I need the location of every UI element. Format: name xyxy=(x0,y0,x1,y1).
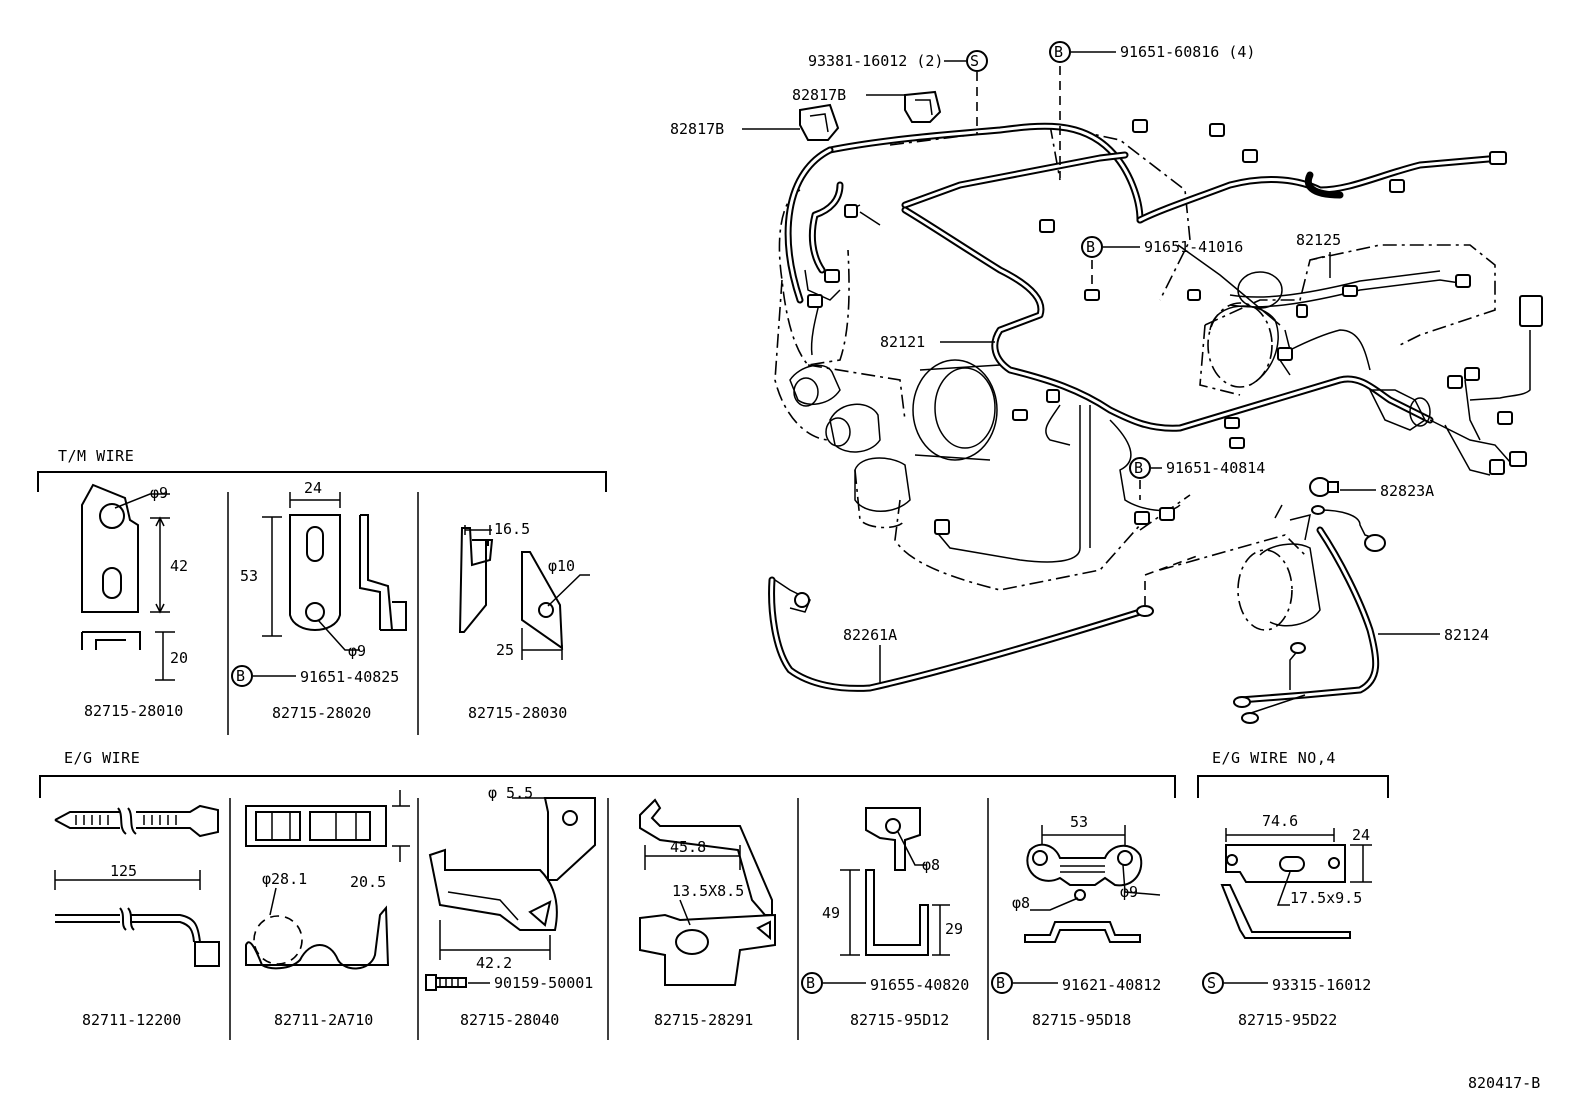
part-82711-12200: 82711-12200 xyxy=(82,1011,181,1029)
bolt-symbol-icon: B xyxy=(1134,459,1143,477)
bolt-91621-40812: 91621-40812 xyxy=(1062,976,1161,994)
dim-95d22-slot: 17.5x9.5 xyxy=(1290,889,1362,907)
part-82711-2a710: 82711-2A710 xyxy=(274,1011,373,1029)
callout-93381-16012: 93381-16012 (2) xyxy=(808,52,943,70)
part-82715-28030: 82715-28030 xyxy=(468,704,567,722)
callout-82125: 82125 xyxy=(1296,231,1341,249)
part-82715-28010: 82715-28010 xyxy=(84,702,183,720)
callout-82817b-lower: 82817B xyxy=(670,120,724,138)
main-callouts: 93381-16012 (2) S B 91651-60816 (4) 8281… xyxy=(670,41,1489,684)
callout-91651-40814: 91651-40814 xyxy=(1166,459,1265,477)
drawing-id: 820417-B xyxy=(1468,1074,1540,1092)
part-82715-95d12: 82715-95D12 xyxy=(850,1011,949,1029)
callout-91651-60816: 91651-60816 (4) xyxy=(1120,43,1255,61)
dim-28040-hole: φ 5.5 xyxy=(488,784,533,802)
callout-82817b-upper: 82817B xyxy=(792,86,846,104)
callout-82121: 82121 xyxy=(880,333,925,351)
dim-2a710-height: 20.5 xyxy=(350,873,386,891)
dim-95d12-depth: 29 xyxy=(945,920,963,938)
bolt-symbol-icon: B xyxy=(236,667,245,685)
bolt-symbol-icon: B xyxy=(996,974,1005,992)
bolt-symbol-icon: B xyxy=(806,974,815,992)
screw-symbol-icon: S xyxy=(1207,974,1216,992)
dim-28020-height: 53 xyxy=(240,567,258,585)
screw-93315-16012: 93315-16012 xyxy=(1272,976,1371,994)
dim-95d12-hole: φ8 xyxy=(922,856,940,874)
callout-82124: 82124 xyxy=(1444,626,1489,644)
engine-assembly xyxy=(768,66,1543,724)
dim-95d22-width: 74.6 xyxy=(1262,812,1298,830)
section-label-eg-wire: E/G WIRE xyxy=(64,749,140,767)
eg-wire-section: E/G WIRE 125 82711-12200 20.5 φ28.1 8271… xyxy=(39,749,1176,1040)
bolt-90159-50001: 90159-50001 xyxy=(494,974,593,992)
part-82715-95d18: 82715-95D18 xyxy=(1032,1011,1131,1029)
screw-symbol-icon: S xyxy=(970,52,979,70)
dim-2a710-diameter: φ28.1 xyxy=(262,870,307,888)
tm-wire-section: T/M WIRE φ9 42 20 82715-28010 24 53 φ9 B… xyxy=(37,447,607,735)
part-82715-28291: 82715-28291 xyxy=(654,1011,753,1029)
dim-28291-length: 45.8 xyxy=(670,838,706,856)
dim-95d18-hole-small: φ8 xyxy=(1012,894,1030,912)
callout-82261a: 82261A xyxy=(843,626,897,644)
part-82715-28020: 82715-28020 xyxy=(272,704,371,722)
section-label-eg-wire-no4: E/G WIRE NO,4 xyxy=(1212,749,1336,767)
dim-28010-hole: φ9 xyxy=(150,484,168,502)
dim-28020-width: 24 xyxy=(304,479,322,497)
dim-28010-depth: 20 xyxy=(170,649,188,667)
eg-wire-no4-section: E/G WIRE NO,4 74.6 24 17.5x9.5 S 93315-1… xyxy=(1197,749,1389,1029)
bolt-91655-40820: 91655-40820 xyxy=(870,976,969,994)
dim-28010-height: 42 xyxy=(170,557,188,575)
part-82715-28040: 82715-28040 xyxy=(460,1011,559,1029)
dim-28040-length: 42.2 xyxy=(476,954,512,972)
dim-28291-slot: 13.5X8.5 xyxy=(672,882,744,900)
dim-95d18-width: 53 xyxy=(1070,813,1088,831)
dim-28030-depth: 25 xyxy=(496,641,514,659)
part-82715-95d22: 82715-95D22 xyxy=(1238,1011,1337,1029)
dim-28020-hole: φ9 xyxy=(348,642,366,660)
dim-28030-width: 16.5 xyxy=(494,520,530,538)
callout-91651-41016: 91651-41016 xyxy=(1144,238,1243,256)
dim-12200-length: 125 xyxy=(110,862,137,880)
dim-95d18-hole-large: φ9 xyxy=(1120,883,1138,901)
bolt-symbol-icon: B xyxy=(1054,43,1063,61)
dim-28030-hole: φ10 xyxy=(548,557,575,575)
bolt-symbol-icon: B xyxy=(1086,238,1095,256)
bolt-91651-40825: 91651-40825 xyxy=(300,668,399,686)
dim-95d12-height: 49 xyxy=(822,904,840,922)
callout-82823a: 82823A xyxy=(1380,482,1434,500)
section-label-tm-wire: T/M WIRE xyxy=(58,447,134,465)
dim-95d22-height: 24 xyxy=(1352,826,1370,844)
